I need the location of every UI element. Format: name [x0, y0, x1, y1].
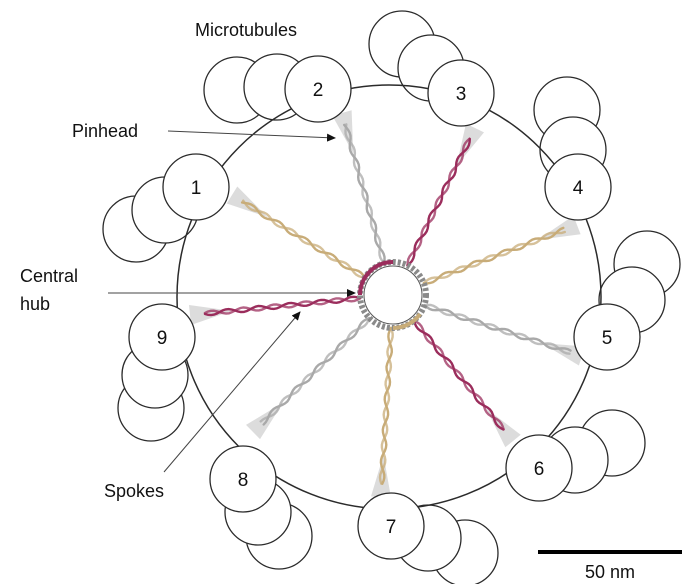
pinhead-label: Pinhead: [72, 121, 138, 141]
blade-8-number: 8: [238, 470, 249, 491]
blade-7-number: 7: [386, 517, 397, 538]
spoke-7-strand: [378, 326, 394, 485]
spoke-1-strand: [240, 201, 367, 279]
spoke-8-strand: [259, 316, 371, 423]
spoke-3-strand: [406, 137, 471, 267]
blade-2: 2: [284, 55, 352, 123]
blade-4-number: 4: [573, 178, 584, 199]
blade-5: 5: [573, 303, 641, 371]
blade-7: 7: [357, 492, 425, 560]
blade-6-number: 6: [534, 459, 545, 480]
blade-4: 4: [544, 153, 612, 221]
pinhead-arrow: [167, 130, 336, 142]
spoke-9-strand: [203, 297, 362, 315]
spoke-6-strand: [412, 319, 505, 431]
blade-3-number: 3: [456, 84, 467, 105]
blade-6: 6: [505, 434, 573, 502]
spokes-label: Spokes: [104, 481, 164, 501]
microtubules-label: Microtubules: [195, 20, 297, 40]
central-hub: [357, 259, 429, 331]
blade-9-number: 9: [157, 328, 168, 349]
blade-2-number: 2: [313, 80, 324, 101]
blade-1-number: 1: [191, 178, 202, 199]
spoke-2-strand: [344, 123, 386, 265]
spoke-6-strand: [412, 319, 505, 431]
scale-bar-label: 50 nm: [585, 562, 635, 582]
spokes: [203, 123, 572, 485]
spoke-3-strand: [406, 137, 471, 267]
spoke-1-strand: [242, 199, 367, 279]
pinhead-8: [246, 402, 283, 440]
blade-5-number: 5: [602, 328, 613, 349]
central-hub-label-line1: Central: [20, 266, 78, 286]
spoke-5-strand: [423, 303, 572, 352]
blade-3: 3: [427, 59, 495, 127]
spoke-2-strand: [343, 123, 386, 265]
spoke-4-strand: [422, 230, 566, 285]
pinhead-2: [332, 110, 354, 154]
blade-8: 8: [209, 445, 277, 513]
spoke-5-strand: [423, 303, 571, 355]
blade-9: 9: [128, 303, 196, 371]
central-hub-label-line2: hub: [20, 294, 50, 314]
spokes-arrow: [163, 311, 301, 473]
blade-1: 1: [162, 153, 230, 221]
